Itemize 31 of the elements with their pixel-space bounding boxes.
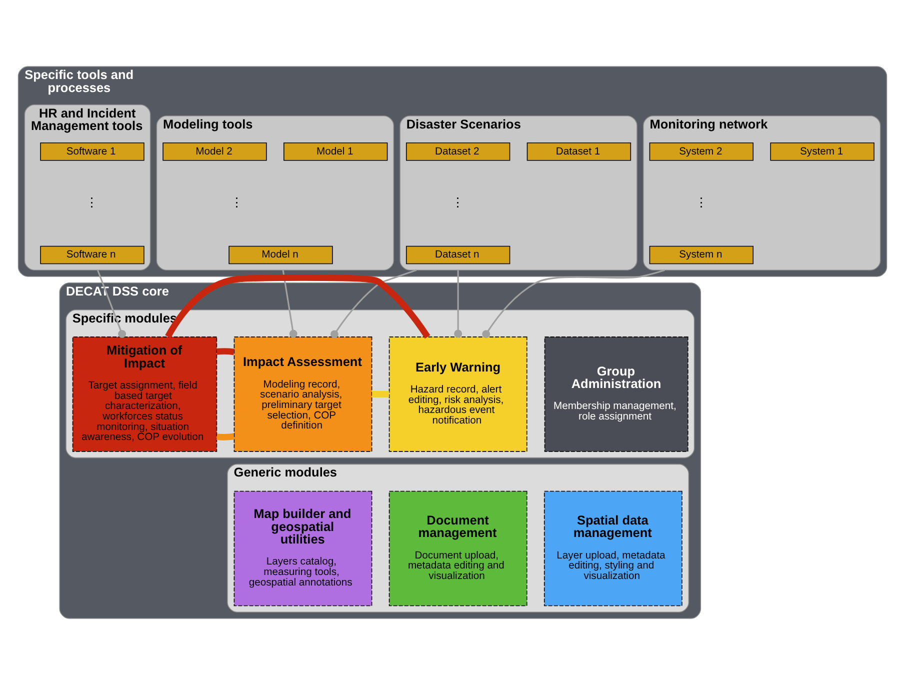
node-box: Mitigation of Impact Target assignment, field based target characterization, workforces status monitoring, situation awareness, COP evolution — [72, 336, 218, 452]
connector — [330, 268, 417, 338]
connector — [216, 348, 234, 355]
connector — [96, 269, 126, 338]
node-box: Software n — [40, 245, 144, 264]
connector — [454, 270, 462, 338]
connector — [216, 432, 234, 440]
node-box: Impact Assessment Modeling record, scenario analysis, preliminary target selection, COP definition — [234, 336, 372, 452]
connector — [372, 390, 390, 397]
label: ⋮ — [86, 194, 99, 209]
node-box: Model 2 — [162, 142, 267, 160]
node-box: Group Administration Membership management, role assignment — [544, 336, 688, 452]
node-box: System 2 — [649, 142, 754, 160]
label: ⋮ — [694, 194, 708, 209]
connector — [165, 274, 430, 338]
node-box: Map builder and geospatial utilities Layers catalog, measuring tools, geospatial annotations — [234, 490, 372, 606]
node-box: System n — [649, 245, 754, 264]
node-box: Software 1 — [40, 142, 144, 160]
node-box: Model 1 — [284, 142, 388, 160]
label: ⋮ — [230, 194, 244, 209]
node-box: Document management Document upload, metadata editing and visualization — [388, 490, 528, 606]
label: ⋮ — [452, 194, 465, 209]
node-box: Dataset 1 — [526, 142, 632, 160]
node-box: Dataset n — [406, 245, 510, 264]
node-box: Spatial data management Layer upload, metadata editing, styling and visualization — [544, 490, 682, 606]
node-box: System 1 — [770, 142, 874, 160]
node-box: Model n — [228, 245, 333, 264]
node-box: Early Warning Hazard record, alert editing, risk analysis, hazardous event notification — [388, 336, 528, 452]
connector — [282, 270, 298, 338]
connector — [482, 268, 665, 338]
node-box: Dataset 2 — [406, 142, 510, 160]
